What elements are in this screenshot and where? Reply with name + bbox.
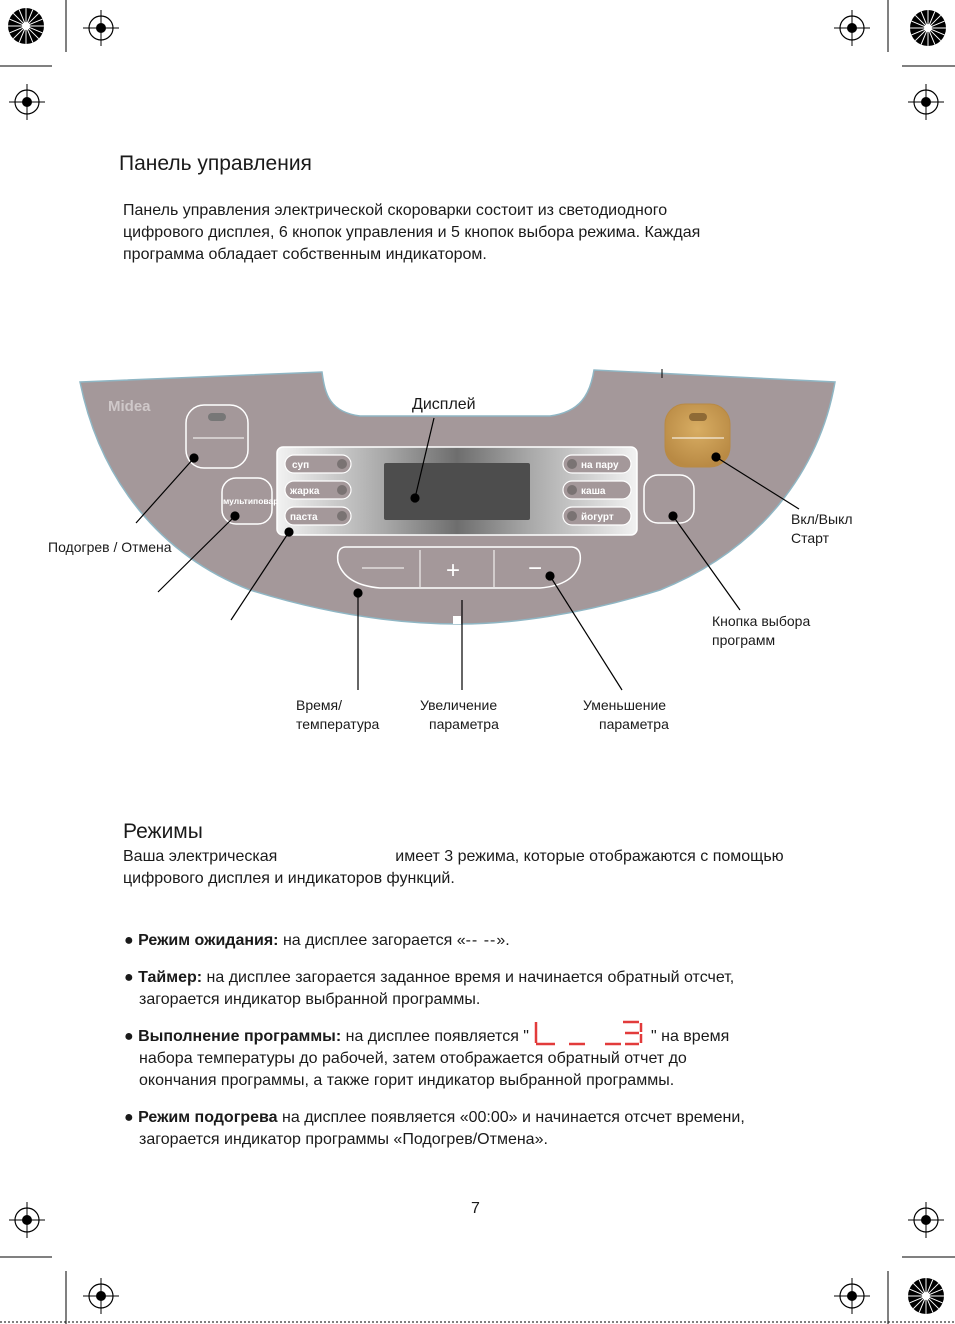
callout-line: Вкл/Выкл xyxy=(791,511,853,527)
crosshair-mark xyxy=(82,1277,120,1315)
mode-name: Режим ожидания: xyxy=(138,932,279,949)
program-yogurt-label: йогурт xyxy=(581,512,614,523)
time-temperature-callout: Время/ температура xyxy=(296,696,379,734)
bullet: ● xyxy=(124,1109,134,1126)
crosshair-mark xyxy=(833,1277,871,1315)
intro-line: Панель управления электрической скоровар… xyxy=(123,202,668,219)
bullet: ● xyxy=(124,1028,134,1045)
control-panel-diagram: Midea мультиповар суп жарка паста на пар… xyxy=(79,369,836,691)
program-select-button xyxy=(643,474,695,524)
reheat-cancel-button xyxy=(185,404,249,469)
mode-text: на дисплее загорается заданное время и н… xyxy=(202,969,735,986)
modes-intro: Ваша электрическая имеет 3 режима, которы… xyxy=(123,846,883,890)
intro-line: программа обладает собственным индикатор… xyxy=(123,246,487,263)
mode-standby: ● Режим ожидания: на дисплее загорается … xyxy=(124,930,884,952)
reheat-cancel-callout: Подогрев / Отмена xyxy=(48,539,172,555)
crosshair-mark xyxy=(907,1201,945,1239)
decrease-callout: Уменьшение параметра xyxy=(583,696,683,734)
mode-name: Таймер: xyxy=(138,969,203,986)
callout-line: параметра xyxy=(599,716,669,732)
increase-callout: Увеличение параметра xyxy=(420,696,520,734)
mode-reheat: ● Режим подогрева на дисплее появляется … xyxy=(124,1107,884,1151)
callout-line: температура xyxy=(296,716,380,732)
program-fry-label: жарка xyxy=(289,486,320,497)
callout-line: Старт xyxy=(791,530,830,546)
section-title-modes: Режимы xyxy=(123,820,203,843)
program-pasta-label: паста xyxy=(290,512,318,523)
standby-dashes: -- -- xyxy=(465,932,497,949)
callout-line: параметра xyxy=(429,716,499,732)
mode-text: " на время xyxy=(650,1028,730,1045)
program-porridge-label: каша xyxy=(581,486,606,497)
time-plus-minus-bar xyxy=(336,546,582,589)
mode-name: Выполнение программы: xyxy=(138,1028,342,1045)
power-start-callout: Вкл/Выкл Старт xyxy=(791,510,853,548)
mode-text: на дисплее появляется «00:00» и начинает… xyxy=(277,1109,745,1126)
mode-text: загорается индикатор программы «Подогрев… xyxy=(139,1131,548,1148)
bullet: ● xyxy=(124,932,134,949)
callout-line: Время/ xyxy=(296,697,343,713)
page-number: 7 xyxy=(471,1200,480,1217)
mode-text: на дисплее загорается « xyxy=(278,932,466,949)
mode-text: набора температуры до рабочей, затем ото… xyxy=(139,1050,687,1067)
display-callout: Дисплей xyxy=(412,396,476,413)
brand-logo: Midea xyxy=(108,398,151,415)
callout-line: Увеличение xyxy=(420,697,498,713)
crosshair-mark xyxy=(8,1201,46,1239)
program-steam-label: на пару xyxy=(581,460,619,471)
svg-text:мультиповар: мультиповар xyxy=(223,496,278,506)
section-title-control-panel: Панель управления xyxy=(119,152,312,175)
bullet: ● xyxy=(124,969,134,986)
mode-text: ». xyxy=(496,932,510,949)
program-soup-label: суп xyxy=(292,460,309,471)
plus-icon: + xyxy=(446,557,460,584)
starburst-mark xyxy=(907,1277,945,1315)
mode-text: на дисплее появляется " xyxy=(341,1028,529,1045)
mode-text: загорается индикатор выбранной программы… xyxy=(139,991,481,1008)
intro-line: цифрового дисплея, 6 кнопок управления и… xyxy=(123,224,701,241)
minus-icon: − xyxy=(528,555,542,582)
power-start-button xyxy=(664,403,731,468)
led-segment-display-icon xyxy=(534,1020,643,1046)
led-display xyxy=(384,463,530,520)
intro-part: имеет 3 режима, которые отображаются с п… xyxy=(395,848,784,865)
left-program-buttons xyxy=(284,454,352,526)
mode-name: Режим подогрева xyxy=(138,1109,278,1126)
right-program-buttons xyxy=(562,454,632,526)
mode-timer: ● Таймер: на дисплее загорается заданное… xyxy=(124,967,884,1011)
mode-text: окончания программы, а также горит индик… xyxy=(139,1072,675,1089)
callout-line: программ xyxy=(712,632,776,648)
intro-part: Ваша электрическая xyxy=(123,848,278,865)
intro-line: цифрового дисплея и индикаторов функций. xyxy=(123,870,455,887)
callout-line: Кнопка выбора xyxy=(712,613,811,629)
intro-paragraph: Панель управления электрической скоровар… xyxy=(123,200,823,266)
callout-line: Уменьшение xyxy=(583,697,667,713)
mode-running: ● Выполнение программы: на дисплее появл… xyxy=(124,1020,884,1092)
program-select-callout: Кнопка выбора программ xyxy=(712,612,810,650)
